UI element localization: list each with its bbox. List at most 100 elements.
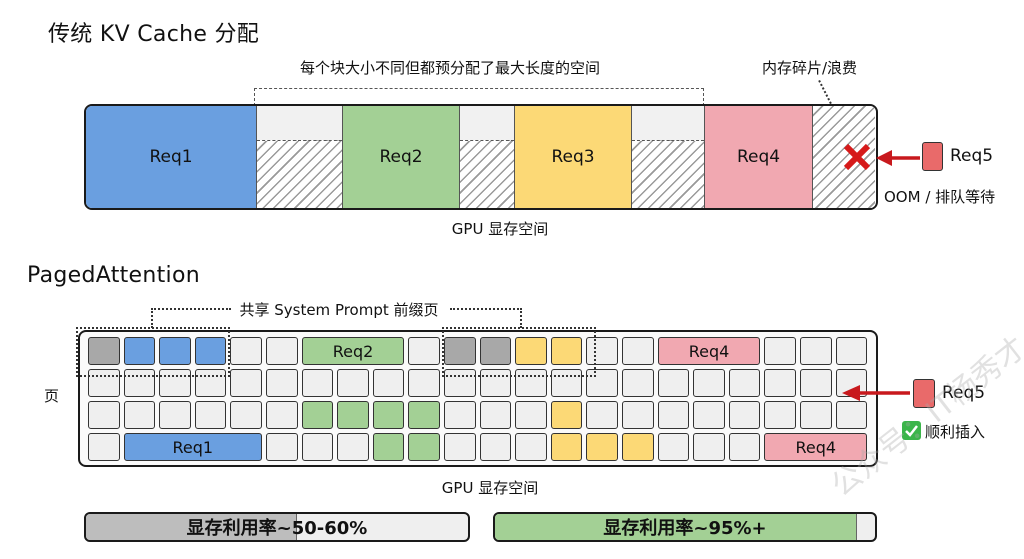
free-page (479, 433, 512, 461)
traditional-axis-label: GPU 显存空间 (451, 220, 549, 238)
req5-block-traditional (922, 142, 943, 171)
free-page (622, 369, 654, 397)
free-page (266, 401, 298, 429)
fragment-note: 内存碎片/浪费 (762, 59, 858, 77)
free-page (88, 433, 120, 461)
page-label: Req4 (688, 341, 730, 361)
page-req3 (550, 401, 583, 429)
free-page (444, 369, 476, 397)
page-req1: Req1 (123, 433, 262, 461)
free-page (657, 369, 690, 397)
free-page (693, 401, 725, 429)
segment-label: Req4 (736, 147, 781, 167)
utilization-bar-traditional: 显存利用率~50-60% (84, 512, 470, 542)
page-req2 (408, 401, 440, 429)
reserved-waste-segment (631, 106, 704, 208)
page-label: Req1 (172, 437, 214, 457)
page-req1 (194, 337, 227, 365)
free-page (88, 401, 120, 429)
free-page (657, 433, 690, 461)
free-page (657, 401, 690, 429)
page-req3 (550, 337, 583, 365)
insert-arrow (842, 382, 910, 404)
utilization-label-paged: 显存利用率~95%+ (603, 518, 767, 539)
page-axis-label: 页 (44, 387, 60, 405)
page-req4: Req4 (764, 433, 868, 461)
free-page (159, 401, 191, 429)
segment-label: Req1 (149, 147, 193, 167)
page-req3 (550, 433, 583, 461)
shared-prefix-page (88, 337, 120, 365)
free-page (230, 337, 262, 365)
free-page (835, 401, 868, 429)
shared-bracket-left (151, 308, 231, 328)
req5-label-paged: Req5 (942, 383, 986, 403)
free-page (230, 369, 262, 397)
utilization-bar-paged: 显存利用率~95%+ (493, 512, 877, 542)
free-page (622, 401, 654, 429)
free-page (266, 369, 298, 397)
free-page (728, 369, 761, 397)
insert-status: 顺利插入 (925, 423, 986, 441)
fragment-waste-segment (812, 106, 875, 208)
page-req2 (372, 401, 405, 429)
free-page (479, 401, 512, 429)
shared-note: 共享 System Prompt 前缀页 (239, 301, 439, 319)
paged-title: PagedAttention (27, 263, 200, 288)
request-segment-req3: Req3 (514, 106, 631, 208)
page-req2 (337, 401, 369, 429)
reserved-waste-segment (256, 106, 342, 208)
utilization-label-traditional: 显存利用率~50-60% (186, 518, 368, 539)
page-req3 (586, 433, 618, 461)
oom-status: OOM / 排队等待 (884, 188, 996, 206)
segment-label: Req2 (379, 147, 423, 167)
segment-label: Req3 (551, 147, 595, 167)
traditional-memory-bar: Req1 Req2 Req3 Req4 (84, 104, 878, 210)
page-req3 (515, 337, 547, 365)
page-req1 (159, 337, 191, 365)
free-page (622, 337, 654, 365)
page-req2 (372, 433, 405, 461)
shared-page-highlight-left (76, 327, 230, 377)
free-page (693, 433, 725, 461)
free-page (515, 369, 547, 397)
free-page (123, 401, 156, 429)
request-segment-req2: Req2 (342, 106, 459, 208)
free-page (764, 369, 796, 397)
page-label: Req4 (795, 437, 837, 457)
free-page (408, 337, 440, 365)
paged-axis-label: GPU 显存空间 (441, 479, 539, 497)
page-req2 (301, 401, 334, 429)
prealloc-bracket (254, 88, 704, 106)
free-page (586, 369, 618, 397)
free-page (764, 401, 796, 429)
reserved-waste-segment (459, 106, 514, 208)
utilization-fill-traditional (86, 514, 298, 540)
rejected-arrow (876, 148, 920, 168)
free-page (728, 433, 761, 461)
free-page (479, 369, 512, 397)
free-page (372, 369, 405, 397)
page-req3 (622, 433, 654, 461)
free-page (194, 369, 227, 397)
shared-prefix-page (444, 337, 476, 365)
utilization-fill-paged (495, 514, 857, 540)
free-page (800, 401, 832, 429)
free-page (337, 369, 369, 397)
page-label: Req2 (332, 341, 374, 361)
page-req2 (408, 433, 440, 461)
free-page (835, 337, 868, 365)
free-page (88, 369, 120, 397)
free-page (728, 401, 761, 429)
free-page (266, 433, 298, 461)
free-page (266, 337, 298, 365)
free-page (194, 401, 227, 429)
free-page (586, 401, 618, 429)
request-segment-req4: Req4 (704, 106, 812, 208)
free-page (337, 433, 369, 461)
shared-bracket-right (450, 308, 522, 328)
free-page (123, 369, 156, 397)
free-page (515, 401, 547, 429)
traditional-title: 传统 KV Cache 分配 (48, 22, 260, 47)
